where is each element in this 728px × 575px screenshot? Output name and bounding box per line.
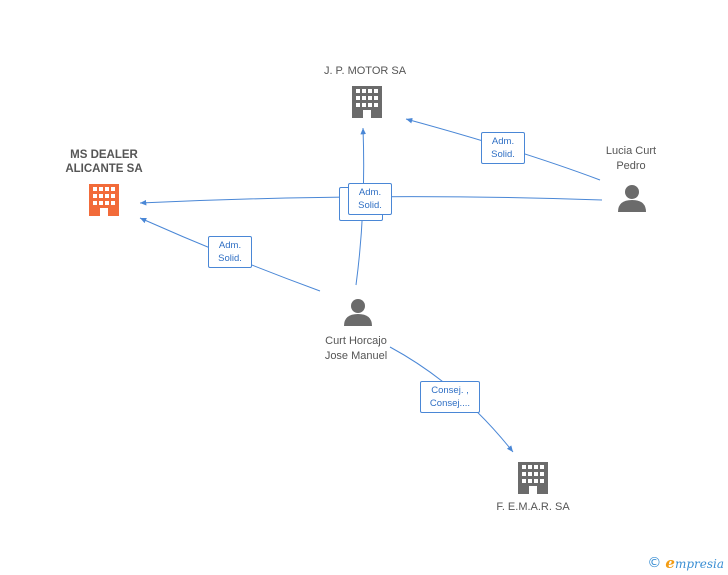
edge-label-curt-ms: Adm. Solid. bbox=[208, 236, 252, 268]
brand-logo[interactable]: empresia bbox=[665, 554, 724, 572]
person-icon bbox=[344, 299, 372, 326]
edge-label-line: Consej.... bbox=[429, 398, 471, 409]
edge-label-line: Solid. bbox=[358, 200, 382, 211]
node-label-femar[interactable]: F. E.M.A.R. SA bbox=[496, 501, 570, 513]
brand-initial: e bbox=[665, 554, 675, 572]
building-icon bbox=[518, 462, 548, 494]
node-label-jp-motor[interactable]: J. P. MOTOR SA bbox=[323, 65, 407, 77]
node-label-curt[interactable]: Curt Horcajo Jose Manuel bbox=[324, 335, 388, 362]
building-icon bbox=[89, 184, 119, 216]
node-label-ms-dealer[interactable]: MS DEALER ALICANTE SA bbox=[65, 149, 143, 175]
edge-label-lucia-jp: Adm. Solid. bbox=[481, 132, 525, 164]
node-label-lucia[interactable]: Lucia Curt Pedro bbox=[605, 145, 657, 172]
edge-label-line: Solid. bbox=[218, 253, 242, 264]
edge-label-curt-femar: Consej. , Consej.... bbox=[420, 381, 480, 413]
edge-label-line: Adm. bbox=[491, 136, 515, 147]
person-icon bbox=[618, 185, 646, 212]
edge-label-line: Consej. , bbox=[431, 385, 469, 396]
brand-name: mpresia bbox=[674, 557, 724, 571]
footer-brand: © empresia bbox=[647, 554, 724, 572]
edge-label-line: Adm. bbox=[358, 187, 382, 198]
copyright-icon: © bbox=[647, 555, 662, 571]
building-icon bbox=[352, 86, 382, 118]
edge-label-line: Solid. bbox=[491, 149, 515, 160]
edge-label-lucia-ms: Adm. Solid. bbox=[348, 183, 392, 215]
edge-label-line: Adm. bbox=[218, 240, 242, 251]
